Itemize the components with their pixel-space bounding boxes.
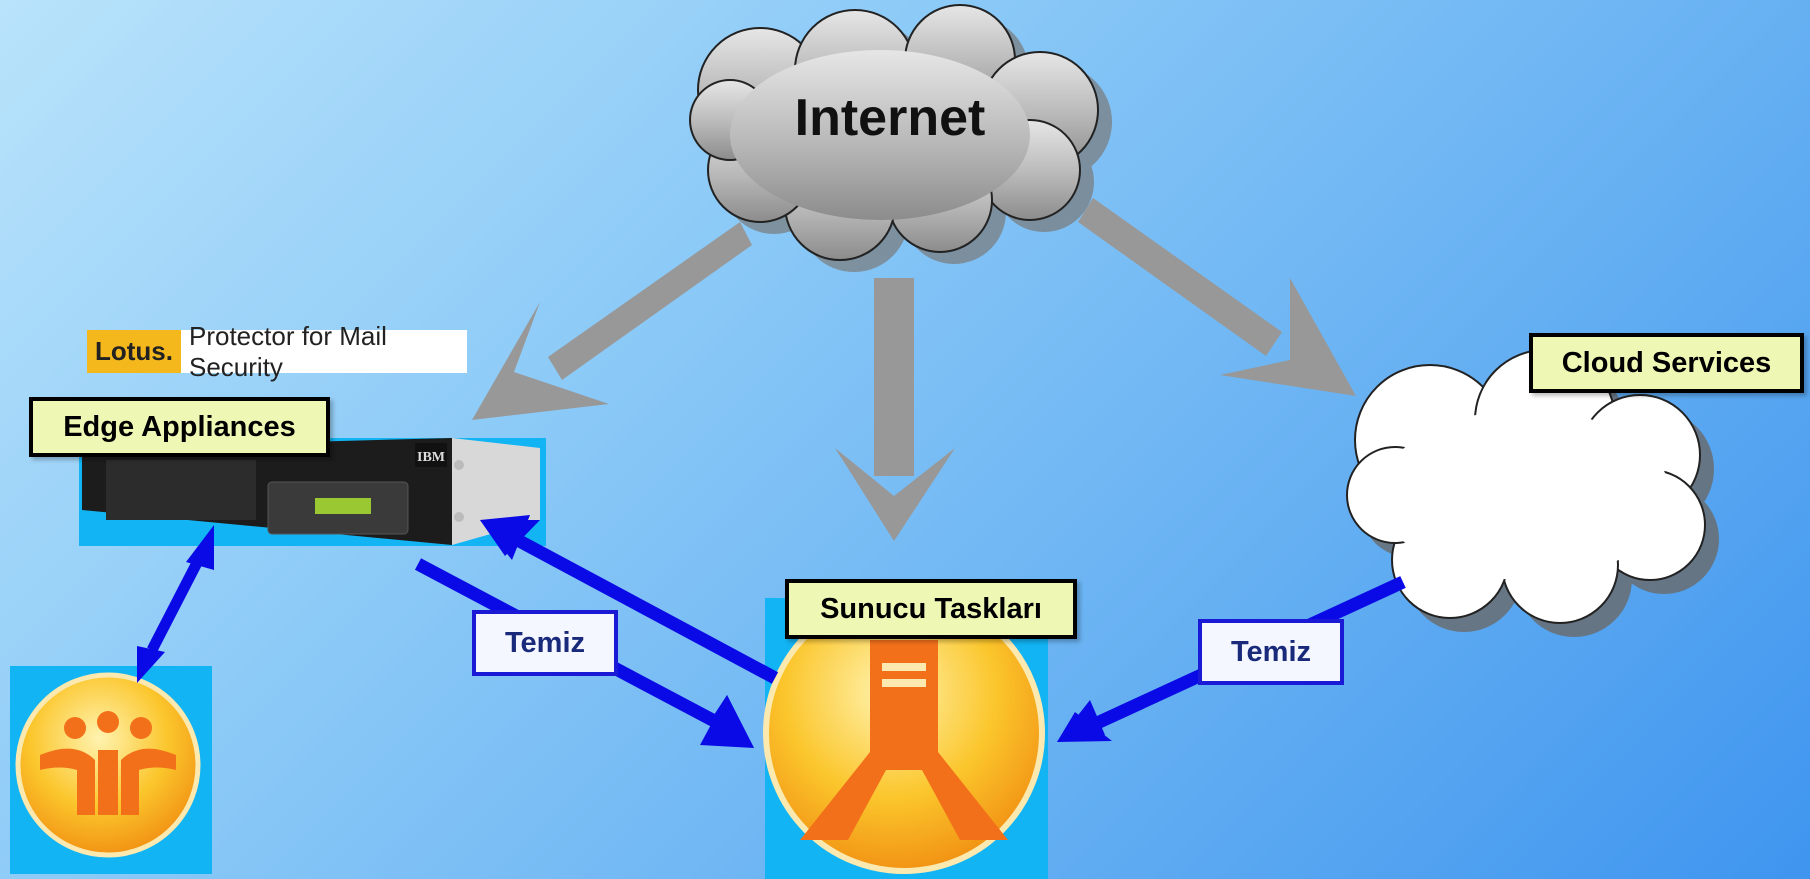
server-tasks-label: Sunucu Taskları (785, 579, 1077, 639)
server-to-edge-arrow (480, 515, 779, 684)
internet-cloud (689, 4, 1112, 272)
edge-client-double-arrow (137, 525, 214, 683)
domino-server-icon (763, 592, 1048, 879)
notes-client-icon (10, 666, 212, 874)
internet-to-edge-arrow (472, 222, 752, 420)
clean-label-left: Temiz (472, 610, 618, 676)
product-name: Protector for Mail Security (189, 320, 387, 382)
lotus-protector-logo: Lotus. Protector for Mail Security (87, 320, 467, 382)
lotus-brand: Lotus. (87, 330, 181, 373)
internet-to-server-arrow (835, 278, 955, 541)
edge-appliances-label: Edge Appliances (29, 397, 330, 457)
internet-label: Internet (794, 89, 986, 147)
cloud-services-label: Cloud Services (1529, 333, 1804, 393)
clean-label-right: Temiz (1198, 619, 1344, 685)
internet-to-cloud-arrow (1078, 198, 1356, 396)
cloud-services-cloud (1346, 349, 1719, 637)
